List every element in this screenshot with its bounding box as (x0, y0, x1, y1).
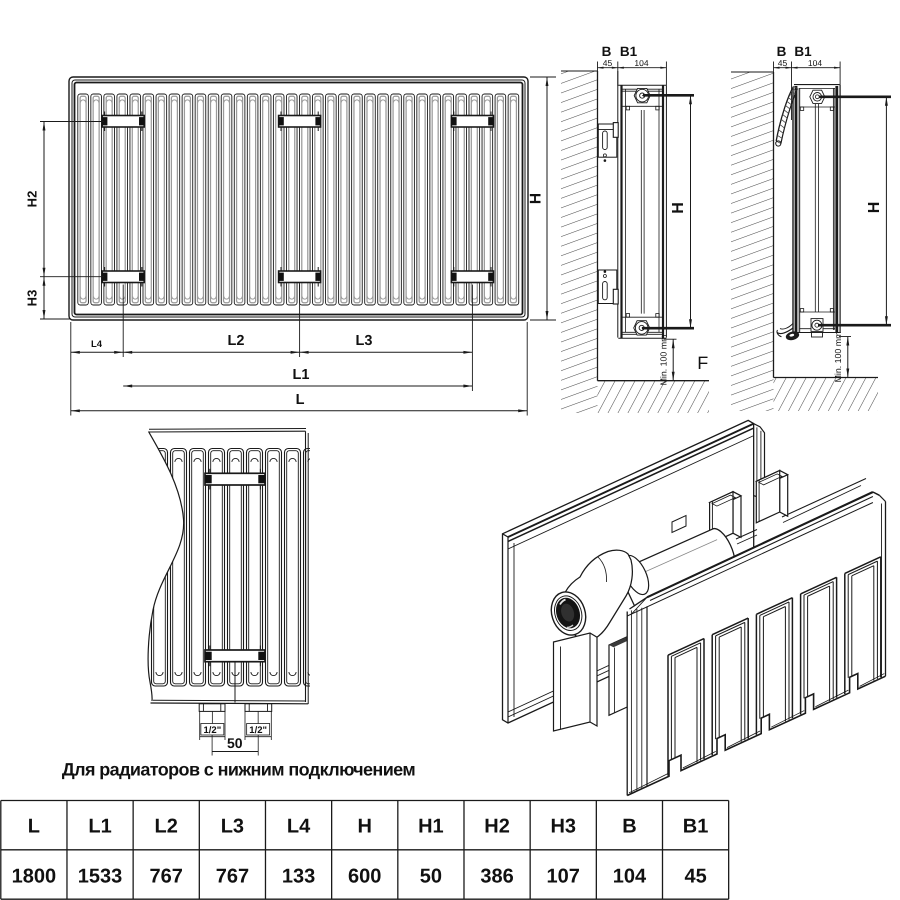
svg-text:Min. 100 mm: Min. 100 mm (833, 332, 843, 383)
svg-text:50: 50 (227, 735, 243, 751)
svg-text:1533: 1533 (78, 865, 123, 887)
svg-text:H3: H3 (550, 816, 576, 838)
svg-text:L2: L2 (155, 816, 178, 838)
svg-text:767: 767 (150, 865, 183, 887)
svg-text:B: B (602, 44, 612, 59)
svg-text:1/2": 1/2" (203, 725, 221, 736)
svg-text:104: 104 (634, 58, 648, 68)
svg-text:L3: L3 (221, 816, 244, 838)
svg-text:H1: H1 (418, 816, 444, 838)
svg-text:H: H (528, 193, 545, 204)
svg-text:B1: B1 (683, 816, 709, 838)
svg-text:104: 104 (613, 865, 647, 887)
svg-text:L1: L1 (293, 367, 310, 383)
svg-text:133: 133 (282, 865, 315, 887)
svg-text:H2: H2 (484, 816, 510, 838)
svg-text:B: B (622, 816, 636, 838)
svg-text:Для радиаторов с нижним подклю: Для радиаторов с нижним подключением (62, 760, 415, 780)
svg-text:50: 50 (420, 865, 442, 887)
svg-text:H3: H3 (25, 290, 40, 307)
svg-text:600: 600 (348, 865, 381, 887)
svg-text:L4: L4 (91, 339, 103, 350)
svg-text:L2: L2 (228, 333, 245, 349)
svg-text:L4: L4 (287, 816, 311, 838)
svg-text:386: 386 (480, 865, 513, 887)
svg-text:F: F (697, 353, 708, 373)
svg-text:H: H (358, 816, 372, 838)
svg-text:L1: L1 (88, 816, 111, 838)
svg-text:1800: 1800 (12, 865, 57, 887)
svg-text:Min. 100 mm: Min. 100 mm (659, 335, 669, 386)
svg-text:45: 45 (603, 58, 613, 68)
svg-text:H2: H2 (25, 191, 40, 208)
svg-text:L: L (296, 392, 305, 408)
svg-text:H: H (670, 202, 687, 214)
svg-text:B: B (777, 44, 787, 59)
svg-text:L3: L3 (356, 333, 373, 349)
svg-text:104: 104 (808, 58, 822, 68)
svg-text:107: 107 (547, 865, 580, 887)
svg-text:H: H (866, 202, 883, 214)
svg-text:B1: B1 (794, 44, 812, 59)
svg-text:767: 767 (216, 865, 249, 887)
svg-text:45: 45 (778, 58, 788, 68)
svg-text:B1: B1 (620, 44, 638, 59)
svg-text:45: 45 (684, 865, 706, 887)
svg-text:1/2": 1/2" (249, 725, 267, 736)
svg-text:L: L (28, 816, 40, 838)
